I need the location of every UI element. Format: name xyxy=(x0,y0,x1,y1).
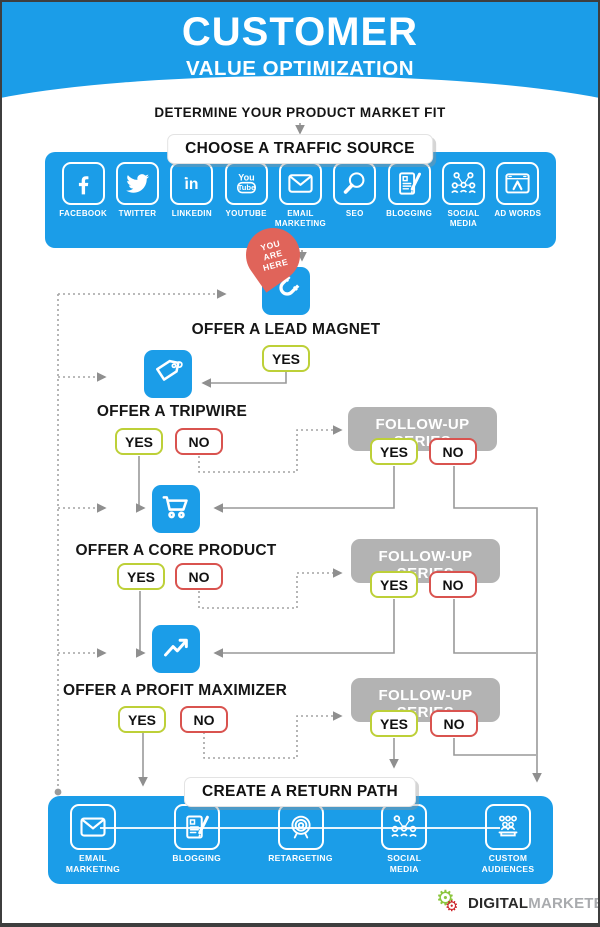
page-subtitle: VALUE OPTIMIZATION xyxy=(185,57,415,80)
lead-magnet-yes: YES xyxy=(262,345,310,372)
traffic-item-twitter: TWITTER xyxy=(110,162,164,248)
return-item-label: CUSTOM AUDIENCES xyxy=(481,853,535,874)
return-item-label: BLOGGING xyxy=(172,853,222,863)
solid-connectors xyxy=(136,123,542,787)
linkedin-icon: in xyxy=(170,162,214,205)
traffic-item-label: YOUTUBE xyxy=(225,209,267,218)
traffic-item-label: SOCIAL MEDIA xyxy=(447,209,480,228)
brand-name-bold: DIGITAL xyxy=(468,894,529,912)
followup-2-no: NO xyxy=(429,571,477,598)
return-icons-connector-line xyxy=(100,827,500,829)
core-product-no: NO xyxy=(175,563,223,590)
traffic-item-blogging: BLOGGING xyxy=(382,162,436,248)
traffic-item-ad-words: AD WORDS xyxy=(491,162,545,248)
create-return-path-banner: CREATE A RETURN PATH xyxy=(183,777,417,807)
tripwire-no: NO xyxy=(175,428,223,455)
traffic-item-label: SEO xyxy=(345,209,364,218)
twitter-icon xyxy=(115,162,159,205)
lead-magnet-label: OFFER A LEAD MAGNET xyxy=(191,321,381,338)
traffic-item-linkedin: in LINKEDIN xyxy=(165,162,219,248)
traffic-item-facebook: FACEBOOK xyxy=(56,162,110,248)
core-product-yes: YES xyxy=(117,563,165,590)
core-product-label: OFFER A CORE PRODUCT xyxy=(75,542,277,559)
cart-icon xyxy=(159,490,193,529)
social-media-icon xyxy=(441,162,485,205)
green-gear-icon: ⚙ xyxy=(436,887,455,910)
page-title: CUSTOMER xyxy=(181,10,419,54)
choose-traffic-source-banner: CHOOSE A TRAFFIC SOURCE xyxy=(167,134,433,164)
profit-maximizer-node xyxy=(152,625,200,673)
traffic-item-label: FACEBOOK xyxy=(59,209,108,218)
facebook-icon xyxy=(61,162,105,205)
svg-text:Tube: Tube xyxy=(237,183,255,192)
svg-text:in: in xyxy=(185,176,199,193)
tripwire-label: OFFER A TRIPWIRE xyxy=(96,403,248,420)
blogging-icon xyxy=(387,162,431,205)
traffic-item-social-media: SOCIAL MEDIA xyxy=(436,162,490,248)
followup-2-yes: YES xyxy=(370,571,418,598)
core-product-node xyxy=(152,485,200,533)
return-loop-end-dot xyxy=(54,788,62,796)
dotted-connectors xyxy=(57,289,343,790)
return-item-label: RETARGETING xyxy=(268,853,333,863)
traffic-item-label: AD WORDS xyxy=(494,209,542,218)
profit-maximizer-no: NO xyxy=(180,706,228,733)
svg-text:You: You xyxy=(238,173,254,183)
traffic-item-label: TWITTER xyxy=(118,209,157,218)
followup-3-yes: YES xyxy=(370,710,418,737)
traffic-item-seo: SEO xyxy=(328,162,382,248)
profit-maximizer-label: OFFER A PROFIT MAXIMIZER xyxy=(62,682,288,699)
gears-icon: ⚙ ⚙ xyxy=(436,887,468,918)
followup-3-no: NO xyxy=(430,710,478,737)
tripwire-node xyxy=(144,350,192,398)
followup-1-yes: YES xyxy=(370,438,418,465)
red-gear-icon: ⚙ xyxy=(445,898,459,915)
followup-1-no: NO xyxy=(429,438,477,465)
growth-arrow-icon xyxy=(159,630,193,669)
traffic-item-label: LINKEDIN xyxy=(171,209,212,218)
adwords-icon xyxy=(496,162,540,205)
tripwire-yes: YES xyxy=(115,428,163,455)
traffic-item-label: BLOGGING xyxy=(386,209,433,218)
seo-icon xyxy=(333,162,377,205)
return-item-label: SOCIAL MEDIA xyxy=(387,853,422,874)
followup-series-3: FOLLOW-UP SERIES xyxy=(351,678,500,722)
brand-name-light: MARKETER xyxy=(528,894,600,912)
traffic-item-label: EMAIL MARKETING xyxy=(274,209,327,228)
return-item-label: EMAIL MARKETING xyxy=(65,853,121,874)
price-tag-icon xyxy=(151,355,185,394)
determine-step-label: DETERMINE YOUR PRODUCT MARKET FIT xyxy=(154,105,446,120)
digitalmarketer-logo: ⚙ ⚙ DIGITALMARKETER xyxy=(436,887,600,918)
profit-maximizer-yes: YES xyxy=(118,706,166,733)
